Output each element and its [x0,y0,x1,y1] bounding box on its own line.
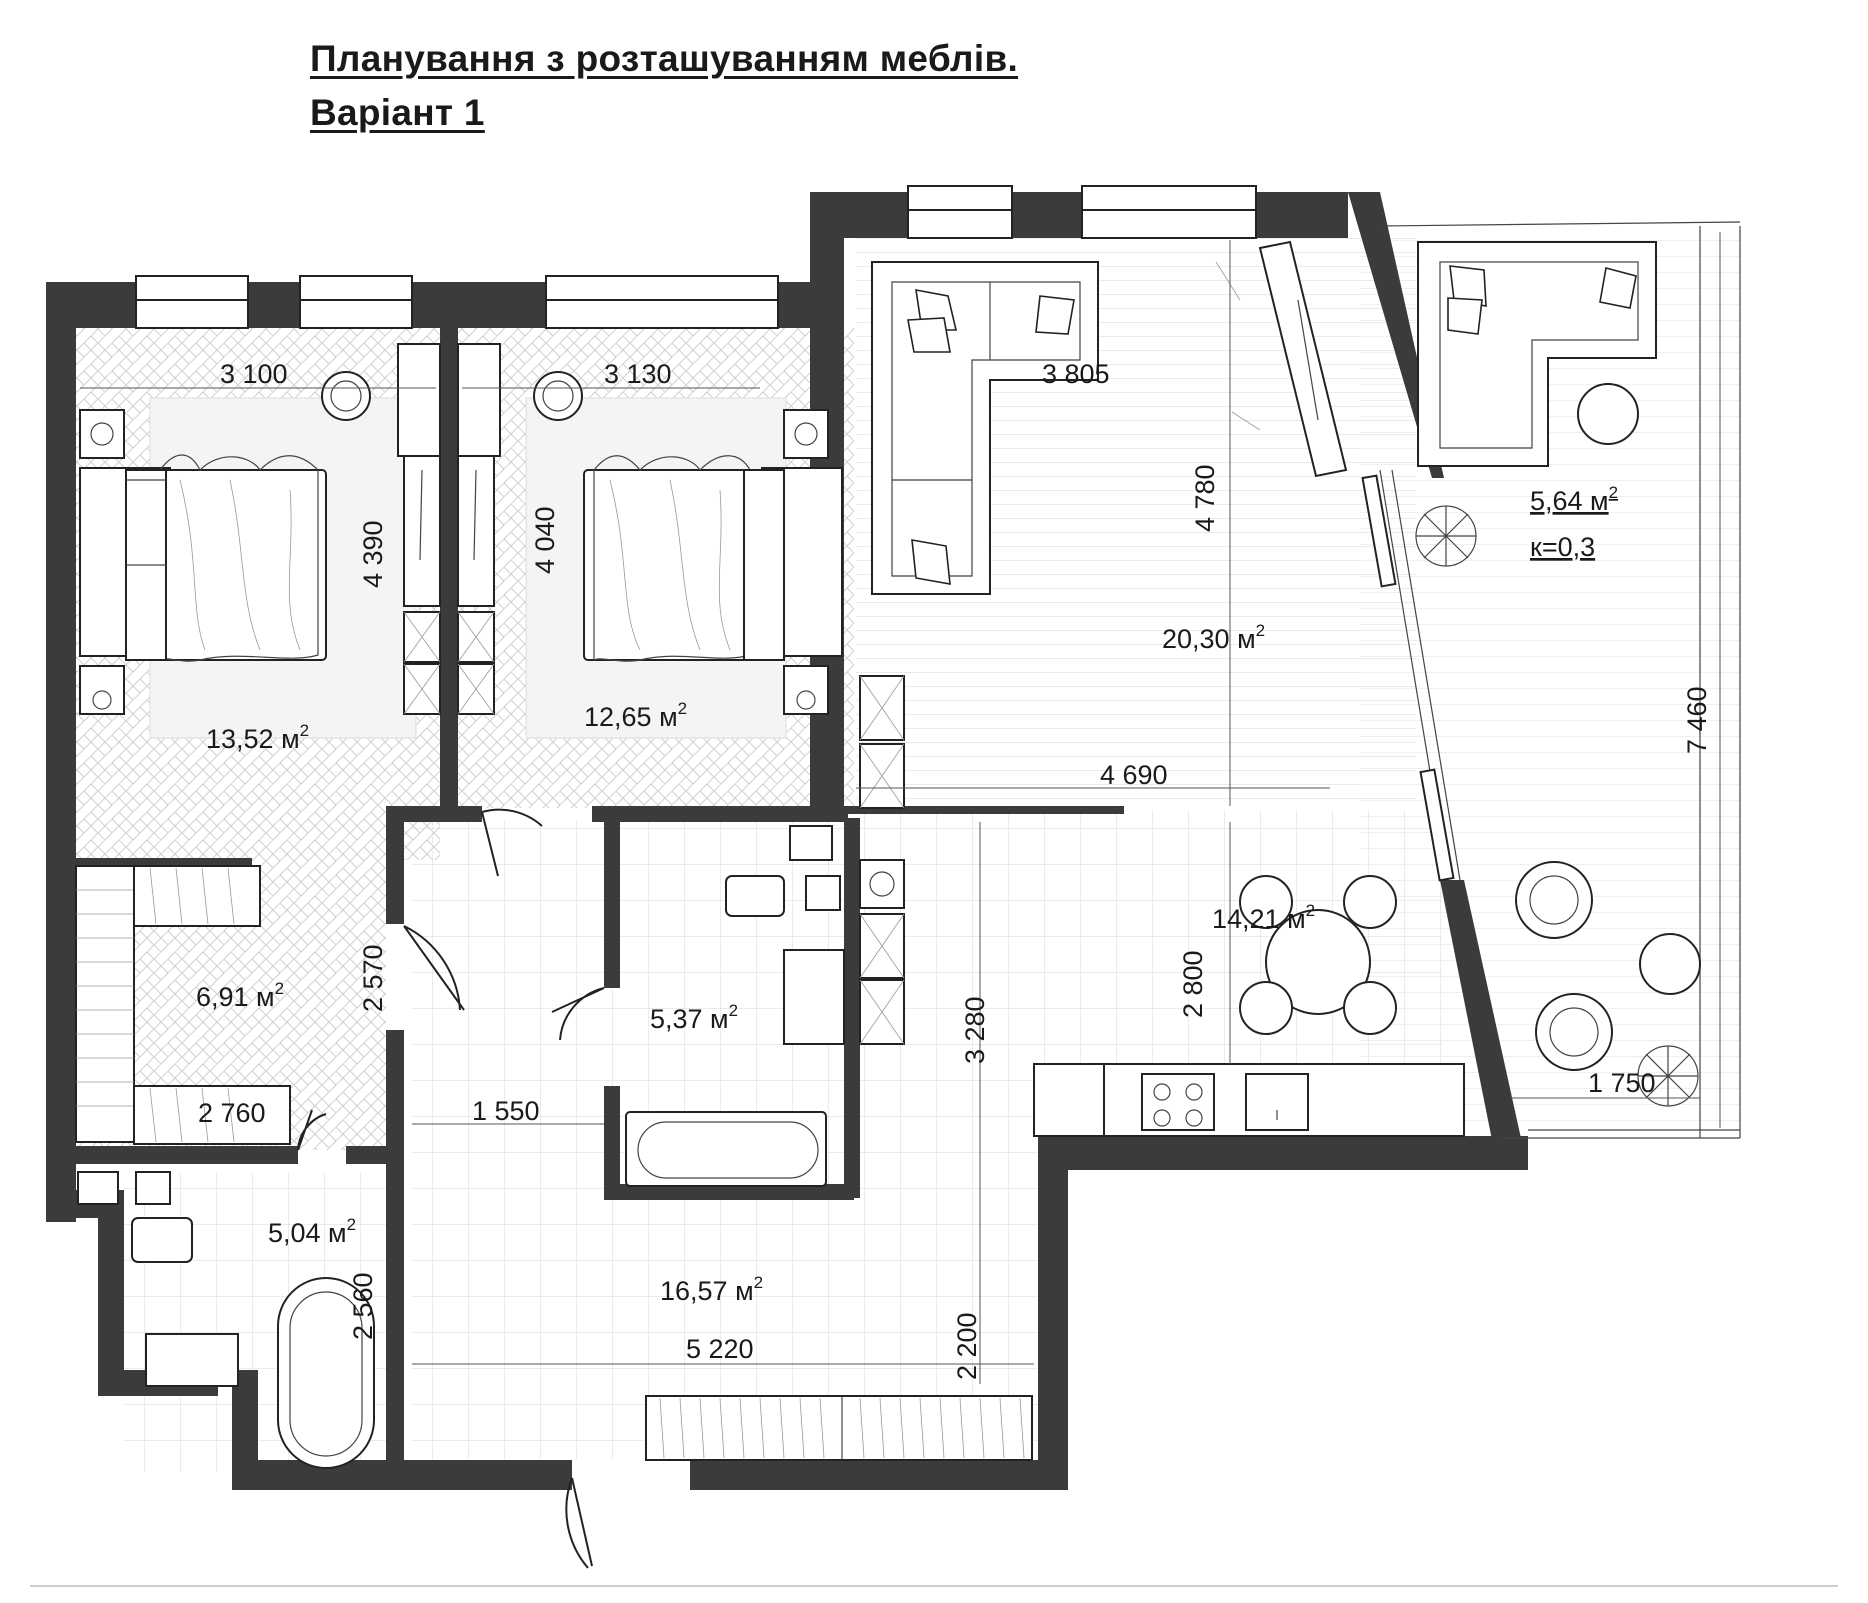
dim-label: 1 550 [472,1096,540,1126]
balcony-outline [1379,221,1741,1139]
dim-label: 3 100 [220,359,288,389]
area-label-bedroom1: 13,52 м2 [206,721,309,754]
toilet-icon [131,1217,193,1263]
dim-label: 3 130 [604,359,672,389]
dim-label: 3 805 [1042,359,1110,389]
dim-label: 2 560 [348,1272,378,1340]
area-label-balcony: 5,64 м2 [1530,483,1618,516]
area-label-living: 20,30 м2 [1162,621,1265,654]
cabinet-column [859,675,905,1045]
area-label-wardrobe: 6,91 м2 [196,979,284,1012]
area-label-hall: 16,57 м2 [660,1273,763,1306]
wardrobe-units [397,343,501,715]
dim-label: 4 040 [530,506,560,574]
area-label-bedroom2: 12,65 м2 [584,699,687,732]
dim-label: 3 280 [960,996,990,1064]
dim-label: 4 780 [1190,464,1220,532]
side-table [1639,933,1701,995]
plan-subtitle: Варіант 1 [310,92,485,133]
bathroom1-furniture [625,825,845,1187]
bathroom2-furniture [77,1171,375,1469]
living-furniture [871,240,1348,595]
side-table [1577,383,1639,445]
doors [297,808,605,1569]
armchair-icon [321,371,371,421]
dining-chairs [1239,875,1397,1035]
walk-in-closet-furniture [75,865,291,1145]
dim-label: 2 200 [952,1312,982,1380]
area-label-bathroom1: 5,37 м2 [650,1001,738,1034]
area-label-kitchen: 14,21 м2 [1212,901,1315,934]
dim-label: 4 390 [358,520,388,588]
dim-label: 7 460 [1682,686,1712,754]
sink-icon [783,949,845,1045]
cooktop [1141,1073,1215,1131]
area-label-bathroom2: 5,04 м2 [268,1215,356,1248]
area-labels: 13,52 м2 12,65 м2 20,30 м2 14,21 м2 6,91… [196,483,1618,1306]
plant-icon [1415,505,1699,1107]
bedroom2-furniture [525,371,843,739]
bedroom1-furniture [79,371,417,739]
dim-label: 2 800 [1178,950,1208,1018]
kitchen-sink [1245,1073,1309,1131]
armchair-icon [533,371,583,421]
hallway-wardrobe [645,1395,1033,1461]
windows [135,185,1461,882]
nightstand-1 [79,409,125,459]
dim-label: 4 690 [1100,760,1168,790]
dim-label: 5 220 [686,1334,754,1364]
plan-title: Планування з розташуванням меблів. [310,38,1019,79]
bathtub-icon [277,1277,375,1469]
dining-table [1265,909,1371,1015]
dim-label: 1 750 [1588,1068,1656,1098]
toilet-icon [725,875,785,917]
kitchen-furniture [1033,875,1465,1137]
dim-label: 2 570 [358,944,388,1012]
dimension-labels: 3 100 3 130 3 805 4 390 4 040 4 780 4 69… [198,359,1712,1380]
armchair-icon [1515,861,1613,1071]
dimension-lines [80,232,1721,1384]
balcony-furniture [1415,241,1701,1107]
bathtub-icon [625,1111,827,1187]
dim-label: 2 760 [198,1098,266,1128]
tv-console [1258,240,1348,478]
balcony-coefficient: к=0,3 [1530,532,1595,562]
sink-icon [145,1333,239,1387]
